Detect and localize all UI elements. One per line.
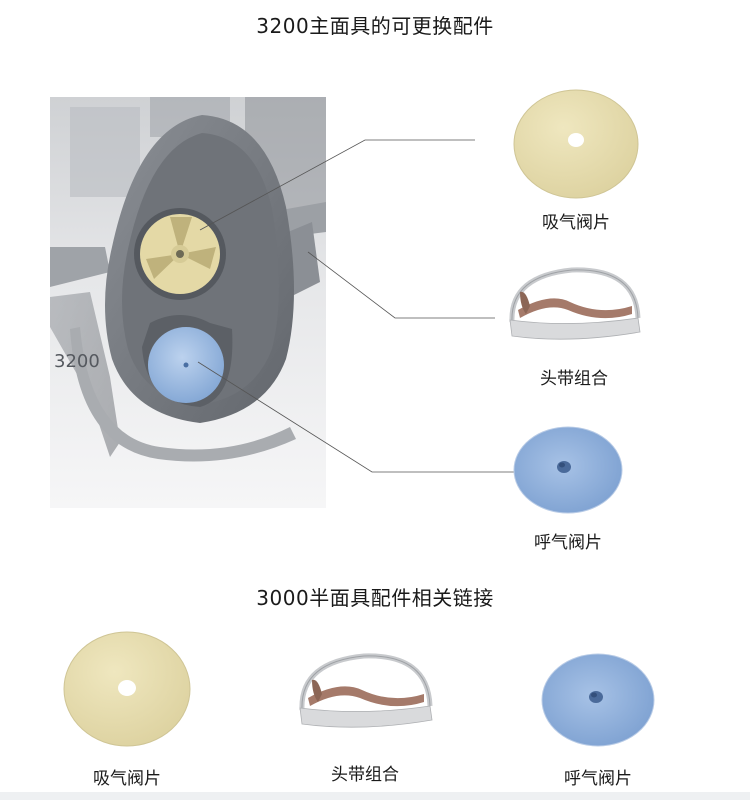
section-title: 3000半面具配件相关链接 xyxy=(256,586,494,610)
headband-thumb xyxy=(299,653,433,728)
link-exhale-valve[interactable] xyxy=(540,652,656,748)
link-headband[interactable] xyxy=(290,648,440,734)
inhale-valve-label: 吸气阀片 xyxy=(542,213,610,233)
exhale-valve-thumb xyxy=(541,653,655,747)
exhale-valve-image xyxy=(512,425,624,515)
link-headband-label[interactable]: 头带组合 xyxy=(331,765,399,785)
exhale-valve-label: 呼气阀片 xyxy=(534,533,602,553)
leader-line-headband xyxy=(307,251,495,319)
half-mask-image: 3200 xyxy=(50,97,326,508)
headband-label: 头带组合 xyxy=(540,369,608,389)
bottom-strip xyxy=(0,792,750,800)
mask-model-text: 3200 xyxy=(54,351,100,372)
page-title: 3200主面具的可更换配件 xyxy=(256,14,494,38)
link-inhale-valve-label[interactable]: 吸气阀片 xyxy=(93,769,161,789)
leader-line-exhale xyxy=(197,361,520,473)
link-exhale-valve-label[interactable]: 呼气阀片 xyxy=(564,769,632,789)
link-inhale-valve[interactable] xyxy=(62,630,192,748)
leader-line-inhale xyxy=(199,139,475,231)
mask-photo: 3200 xyxy=(50,97,326,508)
inhale-valve-thumb xyxy=(63,631,191,747)
headband-image xyxy=(500,262,648,344)
inhale-valve-image xyxy=(512,88,640,200)
